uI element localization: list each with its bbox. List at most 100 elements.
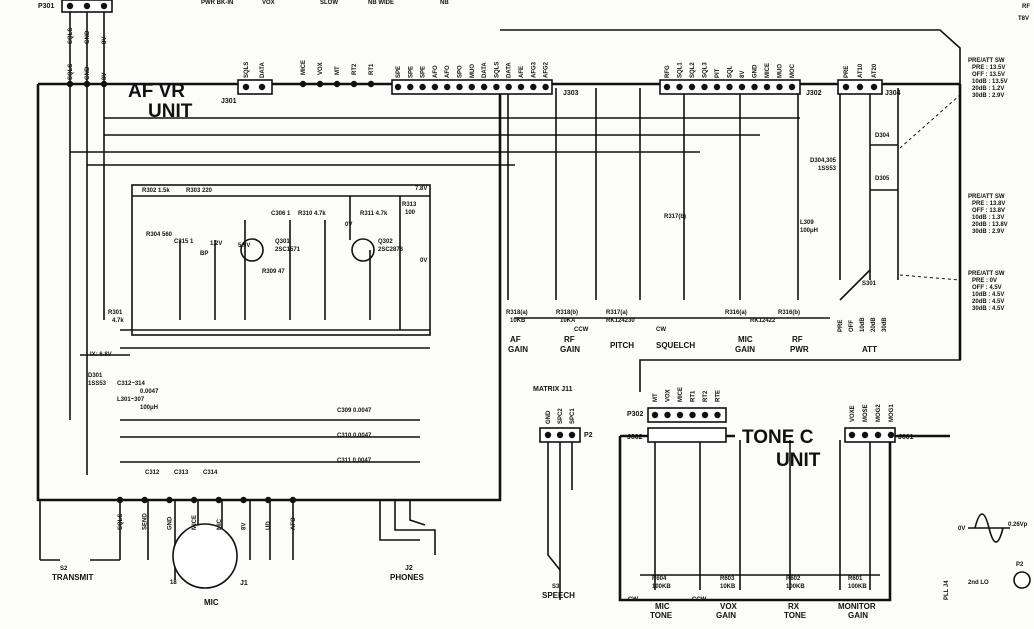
pin-bottom-3 bbox=[190, 496, 198, 504]
labels: AF VR UNIT TONE C UNIT P301 J301 J303 J3… bbox=[38, 0, 1030, 620]
pin-mid-0 bbox=[299, 80, 307, 88]
pre_att_2-line-4: 20dB : 13.8V bbox=[972, 222, 1008, 228]
pin-label-bottom-2: GND bbox=[167, 516, 173, 530]
pin-j302-7 bbox=[751, 83, 758, 91]
pin-j303-7 bbox=[480, 83, 488, 91]
att-position-0: PRE bbox=[838, 320, 844, 332]
pre_att_2-line-1: PRE : 13.8V bbox=[972, 201, 1005, 207]
d301-type: 1SS53 bbox=[88, 381, 107, 387]
r604-value: 100KB bbox=[652, 584, 671, 590]
connector-j301 bbox=[237, 79, 273, 95]
matrix-label: MATRIX J11 bbox=[533, 386, 573, 393]
pin-j601-2 bbox=[874, 431, 882, 439]
pre_att_2-line-5: 30dB : 2.9V bbox=[972, 229, 1004, 235]
pin-label-j303-3: AFO bbox=[433, 65, 439, 78]
pin-label-j301-1: DATA bbox=[260, 62, 266, 78]
c314-small: C314 bbox=[203, 470, 218, 476]
pin-p301-2 bbox=[100, 2, 108, 10]
rf-corner-label: RF bbox=[1022, 4, 1030, 10]
pin-label-j304-0: PRE bbox=[844, 66, 850, 78]
pin-label-j303-0: SPE bbox=[396, 66, 402, 78]
r301-value: 4.7k bbox=[112, 318, 124, 324]
pin-label-left_bus-2: 8V bbox=[102, 73, 108, 80]
ix-label: IX: 6.8V bbox=[90, 352, 112, 358]
pre_att_3-line-4: 20dB : 4.5V bbox=[972, 299, 1004, 305]
pin-j302-6 bbox=[738, 83, 746, 91]
r317b-label: R317(b) bbox=[664, 214, 686, 220]
pin-label-p302-4: RT2 bbox=[703, 390, 709, 402]
top-label-2: VOX bbox=[262, 0, 275, 6]
pll-label: PLL J4 bbox=[944, 580, 950, 600]
pin-j303-10 bbox=[517, 83, 525, 91]
connector-blocks bbox=[61, 0, 1031, 589]
j303-label: J303 bbox=[563, 90, 579, 97]
c309-label: C309 0.0047 bbox=[337, 408, 372, 414]
pin-label-j302-7: GND bbox=[753, 64, 759, 78]
af-vr-unit-title-1: AF VR bbox=[128, 81, 185, 102]
pin-j601-1 bbox=[861, 431, 869, 439]
pin-label-j302-0: RFG bbox=[665, 65, 671, 78]
r318a-label: R318(a) bbox=[506, 310, 528, 316]
pre_att_3-line-1: PRE : 0V bbox=[972, 278, 997, 284]
rk12422-label: RK12422 bbox=[750, 318, 776, 324]
d304-label: D304 bbox=[875, 133, 890, 139]
att-position-4: 30dB bbox=[882, 317, 888, 332]
j2-label: J2 bbox=[405, 565, 413, 572]
pin-j303-2 bbox=[419, 83, 426, 91]
p301-label: P301 bbox=[38, 3, 54, 10]
pin-label-p302-1: VOX bbox=[666, 389, 672, 402]
pin-mid-3 bbox=[350, 80, 358, 88]
waveform-0v-label: 0V bbox=[958, 526, 965, 532]
pin-label-p302-0: MT bbox=[653, 393, 659, 402]
mic-gain-label-2: GAIN bbox=[735, 345, 755, 354]
bp-label: BP bbox=[200, 251, 208, 257]
pin-left_bus-1 bbox=[83, 80, 91, 88]
r301-label: R301 bbox=[108, 310, 123, 316]
pin-label-bottom-3: MICE bbox=[192, 515, 198, 530]
monitor-gain-label-1: MONITOR bbox=[838, 602, 876, 611]
c306-label: C306 1 bbox=[271, 211, 291, 217]
pin-label-j601-0: VOXE bbox=[850, 405, 856, 422]
pin-label-j303-8: SQLS bbox=[494, 62, 500, 78]
l309-value: 100μH bbox=[800, 228, 818, 234]
v12-label: 1.2V bbox=[210, 241, 222, 247]
pin-label-mid-1: VOX bbox=[318, 62, 324, 75]
pin-j302-4 bbox=[713, 83, 721, 91]
tone-c-unit-title-1: TONE C bbox=[742, 427, 814, 448]
s3-label: S3 bbox=[552, 584, 560, 590]
r602-value: 100KB bbox=[786, 584, 805, 590]
second-lo-label: 2nd LO bbox=[968, 580, 989, 586]
pre_att_1-line-0: PRE/ATT SW bbox=[968, 58, 1005, 64]
pin-p302-2 bbox=[676, 411, 684, 419]
pin-label-j601-2: MOG2 bbox=[876, 404, 882, 422]
pin-label-p301-0: SQLS bbox=[68, 28, 74, 44]
pin-label-j303-12: AFG2 bbox=[544, 61, 550, 78]
r303-label: R303 220 bbox=[186, 188, 213, 194]
rf-pwr-label-1: RF bbox=[792, 335, 803, 344]
pin-left_bus-2 bbox=[100, 80, 108, 88]
pin-mid-1 bbox=[316, 80, 324, 88]
transmit-label: TRANSMIT bbox=[52, 573, 93, 582]
pin-label-bottom-7: AFO bbox=[291, 517, 297, 530]
pin-label-mid-3: RT2 bbox=[352, 63, 358, 75]
pin-j302-10 bbox=[788, 83, 796, 91]
af-gain-label-1: AF bbox=[510, 335, 521, 344]
pin-label-j303-9: DATA bbox=[507, 62, 513, 78]
af-gain-label-2: GAIN bbox=[508, 345, 528, 354]
pin-j302-1 bbox=[676, 83, 683, 91]
pin-label-left_bus-1: GND bbox=[85, 66, 91, 80]
rf-gain-label-2: GAIN bbox=[560, 345, 580, 354]
pin-label-j303-4: AFO bbox=[445, 65, 451, 78]
pre_att_1-line-2: OFF : 13.5V bbox=[972, 72, 1005, 78]
j1-label: J1 bbox=[240, 580, 248, 587]
cw-label: CW bbox=[656, 327, 666, 333]
pre_att_1-line-1: PRE : 13.5V bbox=[972, 65, 1005, 71]
j602-label: J602 bbox=[627, 434, 643, 441]
tone-c-unit-title-2: UNIT bbox=[776, 450, 821, 471]
rf-pwr-label-2: PWR bbox=[790, 345, 809, 354]
pin-label-mid-0: MICE bbox=[301, 60, 307, 75]
q301-type: 2SC1571 bbox=[275, 247, 301, 253]
pin-j301-1 bbox=[258, 83, 266, 91]
pin-p302-3 bbox=[689, 411, 696, 419]
